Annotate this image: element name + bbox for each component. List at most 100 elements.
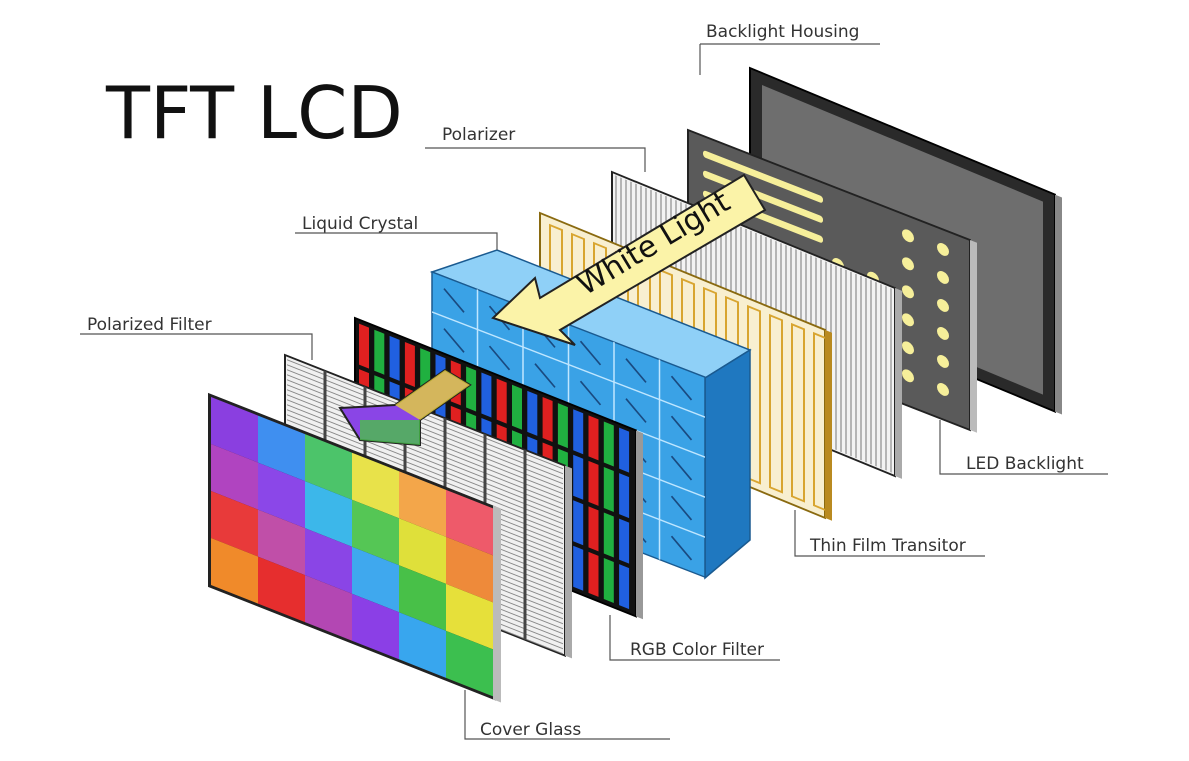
led-dot xyxy=(937,383,949,396)
rgb-subpixel xyxy=(588,460,599,506)
rgb-subpixel xyxy=(557,403,568,449)
led-dot xyxy=(902,229,914,243)
label-thin-film-transistor: Thin Film Transitor xyxy=(809,536,966,556)
label-liquid-crystal: Liquid Crystal xyxy=(302,214,418,234)
lc-molecule xyxy=(625,398,647,423)
rgb-subpixel xyxy=(374,329,385,375)
cover-glass-cell xyxy=(399,471,446,537)
led-dot xyxy=(902,257,914,271)
label-cover-glass: Cover Glass xyxy=(480,720,581,740)
led-dot xyxy=(937,355,949,368)
lc-molecule xyxy=(670,455,693,481)
cover-glass-cell xyxy=(258,462,305,529)
led-dot xyxy=(937,327,949,340)
rgb-subpixel xyxy=(573,500,584,546)
polarized-filter-line xyxy=(287,414,563,525)
rgb-subpixel xyxy=(573,454,584,500)
rgb-subpixel xyxy=(603,558,614,604)
rgb-subpixel xyxy=(588,506,599,552)
label-rgb-color-filter: RGB Color Filter xyxy=(630,640,764,660)
lc-molecule xyxy=(670,535,693,561)
cover-glass-cell xyxy=(399,612,446,678)
rgb-subpixel xyxy=(588,415,599,461)
rgb-subpixel xyxy=(573,409,584,455)
diagram-title: TFT LCD xyxy=(105,71,403,155)
polarized-filter-line xyxy=(287,404,563,515)
rgb-subpixel xyxy=(527,390,538,436)
cover-glass-cell xyxy=(211,538,258,604)
cover-glass-cell xyxy=(352,452,399,519)
polarized-filter-line xyxy=(287,369,563,480)
cover-glass-cell xyxy=(352,593,399,660)
lc-molecule xyxy=(670,495,693,521)
led-dot xyxy=(902,369,914,383)
rgb-subpixel xyxy=(619,518,630,564)
polarized-filter-line xyxy=(287,374,563,485)
rgb-subpixel xyxy=(619,473,630,519)
cover-glass-cell xyxy=(211,491,258,557)
rgb-subpixel xyxy=(603,421,614,467)
cover-glass-cell xyxy=(399,518,446,584)
cover-glass-cell xyxy=(258,556,305,623)
cover-glass-cell xyxy=(352,546,399,613)
rgb-subpixel xyxy=(496,378,507,424)
leader-lines xyxy=(80,43,1108,740)
polarized-filter-line xyxy=(287,394,563,505)
cover-glass-cell xyxy=(305,434,352,500)
label-polarized-filter: Polarized Filter xyxy=(87,315,212,335)
rgb-subpixel xyxy=(389,335,400,381)
cover-glass-cell xyxy=(258,509,305,576)
rgb-subpixel xyxy=(603,512,614,558)
cover-glass-cell xyxy=(305,481,352,547)
cover-glass-cell xyxy=(446,489,493,556)
rgb-subpixel xyxy=(542,397,553,443)
lc-molecule xyxy=(579,380,602,406)
lc-grid-line xyxy=(432,311,705,418)
cover-glass-cell xyxy=(211,444,258,510)
rgb-subpixel xyxy=(359,323,369,369)
led-dot xyxy=(937,271,949,284)
lc-molecule xyxy=(579,340,602,366)
led-dot xyxy=(902,341,914,355)
lc-molecule xyxy=(670,415,693,441)
polarized-filter-line xyxy=(287,419,563,530)
cover-glass-cell xyxy=(305,575,352,641)
tft-trace xyxy=(769,313,783,494)
rgb-subpixel xyxy=(588,551,599,597)
rgb-subpixel xyxy=(404,341,415,387)
lc-molecule xyxy=(670,375,693,401)
rgb-subpixel xyxy=(603,467,614,513)
lc-molecule xyxy=(534,363,556,388)
rgb-subpixel xyxy=(573,545,584,591)
cover-glass-cell xyxy=(399,565,446,631)
cover-glass-cell xyxy=(305,528,352,594)
cover-glass-cell xyxy=(446,536,493,603)
cover-glass-cell xyxy=(446,630,493,697)
lc-molecule xyxy=(625,358,647,383)
led-dot xyxy=(937,299,949,312)
led-strip xyxy=(703,150,823,203)
colored-light-arrow xyxy=(338,368,472,447)
rgb-subpixel xyxy=(619,427,630,473)
cover-glass-cell xyxy=(211,397,258,463)
polarized-filter-line xyxy=(287,399,563,510)
polarized-filter-line xyxy=(287,364,563,475)
led-dot xyxy=(902,313,914,327)
polarized-filter-line xyxy=(287,409,563,520)
label-led-backlight: LED Backlight xyxy=(966,454,1084,474)
lc-molecule xyxy=(443,288,465,313)
polarized-filter-line xyxy=(287,379,563,490)
lc-molecule xyxy=(488,345,511,371)
cover-glass-cell xyxy=(258,415,305,482)
lc-molecule xyxy=(443,328,465,353)
led-dot xyxy=(902,285,914,299)
rgb-subpixel xyxy=(466,366,477,412)
cover-glass-cell xyxy=(446,583,493,650)
rgb-subpixel xyxy=(481,372,492,418)
tft-trace xyxy=(791,322,805,503)
cover-glass-cell xyxy=(352,499,399,566)
rgb-subpixel xyxy=(619,564,630,610)
polarized-filter-line xyxy=(287,384,563,495)
label-backlight-housing: Backlight Housing xyxy=(706,22,859,42)
